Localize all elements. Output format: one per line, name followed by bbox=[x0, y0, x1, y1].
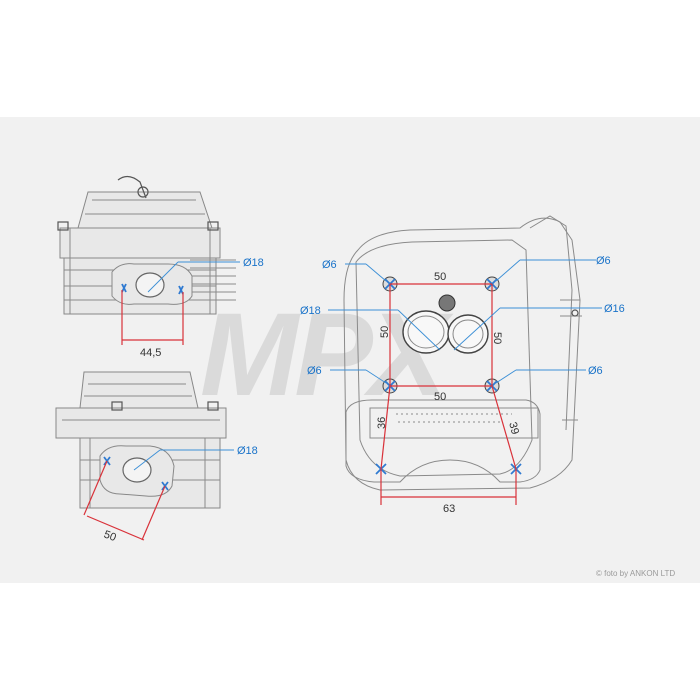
bottom-spacing-label: 50 bbox=[434, 391, 446, 403]
base-width-label: 63 bbox=[443, 503, 455, 515]
cylinder-head-bottom-view bbox=[328, 215, 602, 505]
right-height-label: 50 bbox=[491, 332, 503, 344]
valve-left-diameter-label: Ø18 bbox=[300, 305, 321, 317]
bottom-view-bolt-spacing-label: 50 bbox=[102, 529, 118, 544]
top-view-bolt-spacing-label: 44,5 bbox=[140, 347, 161, 359]
top-spacing-label: 50 bbox=[434, 271, 446, 283]
hole-bottom-right-diameter-label: Ø6 bbox=[588, 365, 603, 377]
right-lower-label: 39 bbox=[506, 421, 521, 436]
bottom-view-port-diameter-label: Ø18 bbox=[237, 445, 258, 457]
hole-bottom-left-diameter-label: Ø6 bbox=[307, 365, 322, 377]
valve-right-diameter-label: Ø16 bbox=[604, 303, 625, 315]
cylinder-head-side-view-bottom bbox=[55, 371, 234, 541]
cylinder-head-side-view-top bbox=[57, 175, 240, 345]
top-view-port-diameter-label: Ø18 bbox=[243, 257, 264, 269]
left-lower-label: 36 bbox=[376, 417, 388, 429]
left-height-label: 50 bbox=[379, 326, 391, 338]
photo-credit: © foto by ANKON LTD bbox=[596, 569, 675, 578]
watermark: MPX bbox=[200, 289, 454, 421]
hole-top-left-diameter-label: Ø6 bbox=[322, 259, 337, 271]
hole-top-right-diameter-label: Ø6 bbox=[596, 255, 611, 267]
